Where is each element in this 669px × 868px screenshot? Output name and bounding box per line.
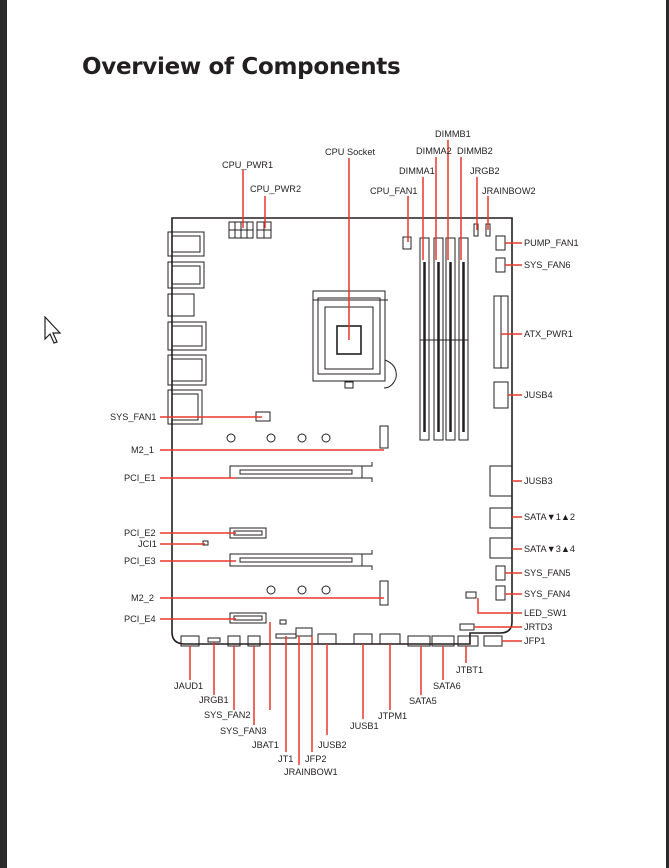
label-pci-e2: PCI_E2	[124, 528, 156, 538]
label-jtbt1: JTBT1	[456, 665, 483, 675]
label-jrtd3: JRTD3	[524, 622, 552, 632]
label-jusb4: JUSB4	[524, 390, 553, 400]
sata34-connector	[489, 537, 513, 559]
m2-1-slot	[226, 425, 389, 449]
label-led-sw1: LED_SW1	[524, 608, 567, 618]
label-sys-fan4: SYS_FAN4	[524, 589, 570, 599]
cpu-socket	[312, 290, 397, 389]
label-pump-fan1: PUMP_FAN1	[524, 238, 579, 248]
label-pci-e3: PCI_E3	[124, 556, 156, 566]
label-sys-fan5: SYS_FAN5	[524, 568, 570, 578]
page-border-right	[666, 0, 669, 868]
jci1-header	[202, 540, 209, 546]
jusb3-connector	[489, 465, 513, 497]
label-sata5: SATA5	[409, 696, 437, 706]
label-sata34: SATA▼3▲4	[524, 544, 575, 554]
sys-fan6-header	[495, 257, 506, 273]
pci-e4-slot	[229, 612, 267, 624]
label-pci-e4: PCI_E4	[124, 614, 156, 624]
page-border-left	[0, 0, 7, 868]
label-cpu-pwr1: CPU_PWR1	[222, 160, 273, 170]
sys-fan4-header	[495, 585, 506, 601]
label-jrgb2: JRGB2	[470, 166, 500, 176]
label-jci1: JCI1	[138, 539, 157, 549]
led-sw1-switch	[465, 591, 477, 599]
label-jt1: JT1	[278, 754, 293, 764]
label-jfp2: JFP2	[305, 754, 326, 764]
label-cpu-fan1: CPU_FAN1	[370, 186, 418, 196]
label-jusb2: JUSB2	[318, 740, 347, 750]
label-sata6: SATA6	[433, 681, 461, 691]
label-cpu-socket: CPU Socket	[325, 147, 375, 157]
board-outline	[171, 217, 513, 645]
label-jfp1: JFP1	[524, 636, 545, 646]
label-sys-fan3: SYS_FAN3	[220, 726, 266, 736]
jrgb2-header	[473, 223, 479, 237]
label-atx-pwr1: ATX_PWR1	[524, 329, 573, 339]
label-jbat1: JBAT1	[252, 740, 279, 750]
dimm-slots	[419, 237, 469, 441]
pci-e1-slot	[229, 462, 373, 482]
label-m2-1: M2_1	[131, 445, 154, 455]
rear-io	[167, 231, 207, 425]
label-dimmb2: DIMMB2	[457, 146, 493, 156]
sys-fan5-header	[495, 565, 506, 581]
cpu-pwr-connectors	[228, 221, 272, 239]
label-jaud1: JAUD1	[174, 681, 203, 691]
pump-fan1-header	[495, 235, 506, 251]
label-sys-fan2: SYS_FAN2	[204, 710, 250, 720]
label-cpu-pwr2: CPU_PWR2	[250, 184, 301, 194]
mouse-pointer-icon	[44, 316, 62, 344]
bottom-headers	[180, 619, 479, 647]
label-sys-fan6: SYS_FAN6	[524, 260, 570, 270]
label-jusb3: JUSB3	[524, 476, 553, 486]
page-title: Overview of Components	[82, 54, 401, 80]
sata12-connector	[489, 507, 513, 529]
label-dimma2: DIMMA2	[416, 146, 452, 156]
jusb4-connector	[493, 381, 509, 409]
atx-pwr1-connector	[493, 295, 509, 369]
label-jtpm1: JTPM1	[378, 711, 407, 721]
label-dimma1: DIMMA1	[399, 166, 435, 176]
label-jrainbow1: JRAINBOW1	[284, 767, 338, 777]
label-dimmb1: DIMMB1	[435, 129, 471, 139]
label-m2-2: M2_2	[131, 593, 154, 603]
jfp1-header	[483, 635, 503, 647]
cpu-fan1-header	[402, 236, 412, 250]
label-sata12: SATA▼1▲2	[524, 512, 575, 522]
label-jrainbow2: JRAINBOW2	[482, 186, 536, 196]
label-sys-fan1: SYS_FAN1	[110, 412, 156, 422]
m2-2-slot	[266, 580, 389, 606]
pci-e3-slot	[229, 550, 373, 570]
label-jrgb1: JRGB1	[199, 695, 229, 705]
label-pci-e1: PCI_E1	[124, 473, 156, 483]
label-jusb1: JUSB1	[350, 721, 379, 731]
jrtd3-header	[459, 623, 475, 631]
